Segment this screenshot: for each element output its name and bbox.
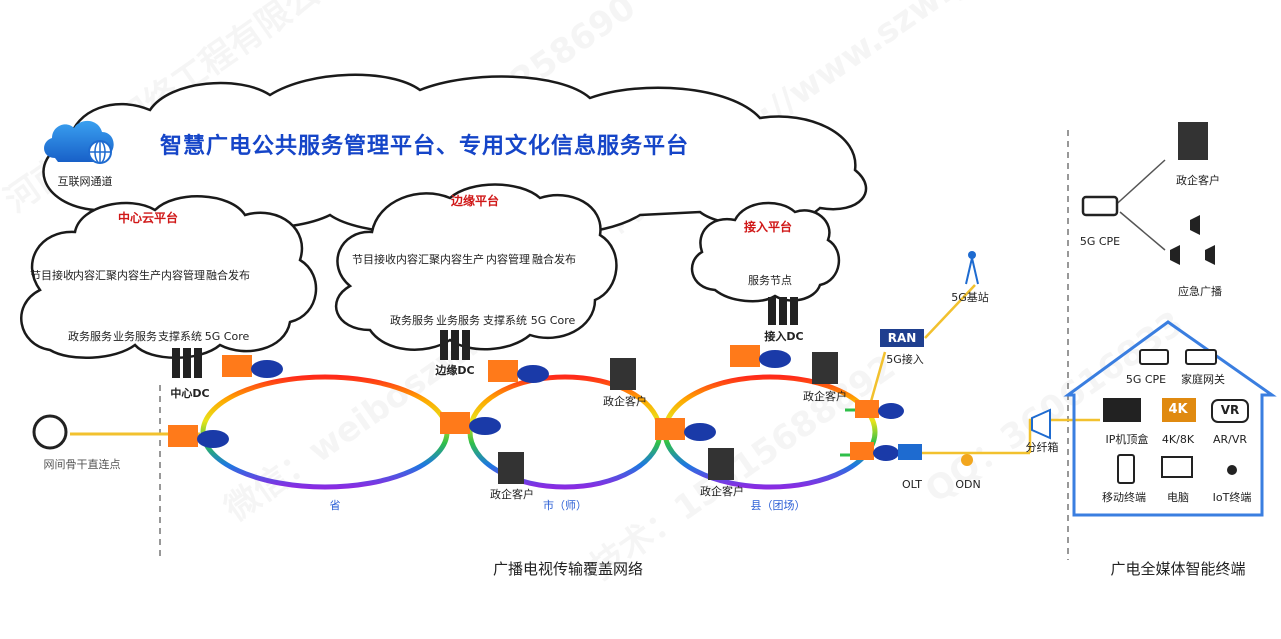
splitter-icon: [1031, 408, 1051, 440]
ran-box: RAN: [880, 329, 924, 347]
gov-client-label: 政企客户: [700, 485, 744, 498]
edge-item: 内容管理: [486, 253, 530, 266]
edge-dc-label: 边缘DC: [435, 364, 475, 377]
edge-item: 支撑系统: [483, 314, 527, 327]
router-icons: [168, 345, 922, 461]
access-cloud-title: 接入平台: [743, 220, 793, 234]
building-icons: [498, 122, 1208, 484]
center-item: 内容管理: [161, 269, 205, 282]
gov-client-label: 政企客户: [490, 488, 534, 501]
internet-cloud-icon: [44, 120, 114, 164]
odn-label: ODN: [955, 478, 981, 491]
vr-badge: VR: [1220, 403, 1240, 417]
house-outline: [1063, 320, 1277, 517]
center-item: 节目接收: [30, 269, 74, 282]
home-gateway-label: 家庭网关: [1181, 373, 1225, 386]
transport-section-label: 广播电视传输覆盖网络: [492, 560, 644, 578]
olt-label: OLT: [902, 478, 922, 491]
page-title: 智慧广电公共服务管理平台、专用文化信息服务平台: [160, 134, 690, 159]
edge-cloud-title: 边缘平台: [450, 194, 500, 208]
gov-enterprise-client-label: 政企客户: [1176, 174, 1220, 187]
base-station-icon: [965, 251, 979, 285]
center-item: 内容汇聚: [73, 269, 117, 282]
home-cpe-label: 5G CPE: [1125, 373, 1167, 386]
cpe-icon: [1081, 195, 1119, 217]
edge-item: 内容生产: [440, 253, 484, 266]
pc-label: 电脑: [1167, 491, 1189, 504]
province-ring-label: 省: [329, 499, 341, 512]
speaker-icons: [1170, 215, 1215, 265]
edge-item: 节目接收: [352, 253, 396, 266]
terminal-icons: [1103, 349, 1249, 484]
province-ring: [200, 374, 450, 490]
iptv-label: IP机顶盒: [1105, 433, 1149, 446]
gov-client-label: 政企客户: [603, 395, 647, 408]
edge-item: 融合发布: [532, 253, 576, 266]
arvr-label: AR/VR: [1212, 433, 1248, 446]
emergency-broadcast-label: 应急广播: [1178, 285, 1222, 298]
backbone-icon: [32, 414, 68, 450]
edge-item: 业务服务: [436, 314, 480, 327]
edge-item: 政务服务: [390, 314, 434, 327]
backbone-label: 网间骨干直连点: [43, 458, 121, 471]
dc-server-icons: [172, 297, 798, 378]
splitter-label: 分纤箱: [1025, 441, 1059, 454]
center-item: 业务服务: [113, 330, 157, 343]
4k-badge: 4K: [1168, 402, 1188, 417]
gov-client-label: 政企客户: [803, 390, 847, 403]
center-item: 支撑系统: [158, 330, 202, 343]
service-node-label: 服务节点: [748, 274, 792, 287]
4k8k-label: 4K/8K: [1161, 433, 1195, 446]
iot-label: IoT终端: [1212, 491, 1252, 504]
center-dc-label: 中心DC: [170, 387, 210, 400]
internet-channel-label: 互联网通道: [57, 175, 113, 188]
center-item: 政务服务: [68, 330, 112, 343]
mobile-label: 移动终端: [1102, 491, 1146, 504]
base-station-label: 5G基站: [951, 291, 989, 304]
access-5g-label: 5G接入: [886, 353, 924, 366]
cpe-label: 5G CPE: [1079, 235, 1121, 248]
edge-cloud-shape: [334, 183, 618, 351]
center-item: 5G Core: [204, 330, 250, 343]
city-ring-label: 市（师）: [543, 499, 587, 512]
center-item: 内容生产: [117, 269, 161, 282]
terminal-section-label: 广电全媒体智能终端: [1110, 560, 1246, 578]
edge-item: 内容汇聚: [396, 253, 440, 266]
access-dc-label: 接入DC: [764, 330, 804, 343]
center-item: 融合发布: [206, 269, 250, 282]
center-cloud-title: 中心云平台: [117, 211, 179, 225]
county-ring-label: 县（团场）: [750, 499, 806, 512]
edge-item: 5G Core: [530, 314, 576, 327]
